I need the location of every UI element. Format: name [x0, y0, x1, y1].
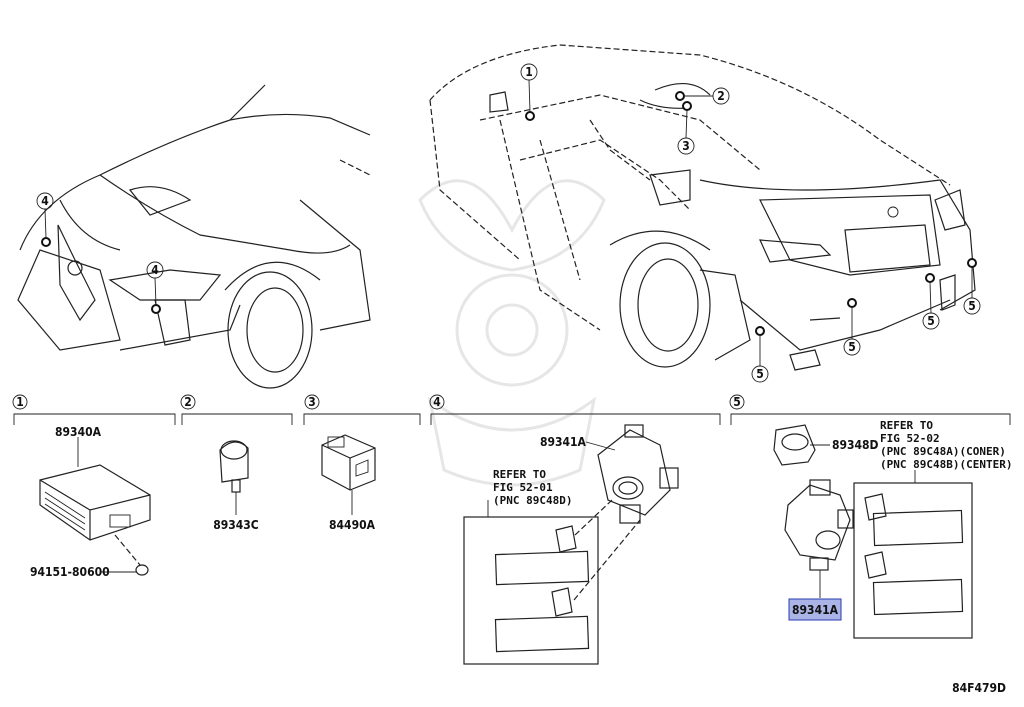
interior-callout-3[interactable]: 3 [677, 101, 695, 155]
svg-text:2: 2 [184, 395, 192, 409]
svg-text:1: 1 [525, 65, 533, 79]
rear-callout-right[interactable]: 5 [963, 258, 981, 315]
svg-text:3: 3 [682, 139, 690, 153]
svg-text:REFER TO: REFER TO [880, 419, 933, 432]
rear-callout-center-left[interactable]: 5 [843, 298, 861, 356]
svg-text:FIG 52-02: FIG 52-02 [880, 432, 940, 445]
part-label-94151-80600[interactable]: 94151-80600 [30, 565, 110, 579]
svg-text:1: 1 [16, 395, 24, 409]
svg-text:5: 5 [756, 367, 764, 381]
part-84490A-switch-drawing[interactable] [321, 434, 376, 491]
part-89341A-sensor-right-drawing[interactable] [784, 479, 854, 571]
svg-text:5: 5 [848, 340, 856, 354]
front-car-illustration [17, 84, 371, 389]
svg-text:(PNC 89C48D): (PNC 89C48D) [493, 494, 572, 507]
part-89343C-sensor-drawing[interactable] [219, 440, 249, 493]
front-callout-bumper[interactable]: 4 [146, 261, 164, 314]
section-header-4: 4 [429, 394, 721, 425]
part-label-84490A[interactable]: 84490A [329, 518, 376, 532]
rear-callout-center-right[interactable]: 5 [922, 273, 940, 330]
interior-callout-1[interactable]: 1 [520, 63, 538, 121]
ref-box-section-4[interactable] [463, 499, 641, 665]
section-header-5: 5 [729, 394, 1011, 425]
svg-text:4: 4 [151, 263, 159, 277]
ref-box-section-5[interactable] [853, 482, 973, 639]
part-89341A-highlight[interactable]: 89341A [788, 598, 842, 621]
section-header-1: 1 [12, 394, 176, 425]
rear-callout-left[interactable]: 5 [751, 326, 769, 383]
part-label-89348D[interactable]: 89348D [832, 438, 879, 452]
part-94151-bolt[interactable] [100, 564, 149, 576]
svg-text:5: 5 [968, 299, 976, 313]
part-label-89343C[interactable]: 89343C [213, 518, 259, 532]
front-callout-left[interactable]: 4 [36, 192, 54, 247]
part-89340A-ecu-drawing[interactable] [39, 464, 151, 541]
part-label-89340A[interactable]: 89340A [55, 425, 102, 439]
svg-text:5: 5 [927, 314, 935, 328]
svg-text:FIG 52-01: FIG 52-01 [493, 481, 553, 494]
section-header-3: 3 [303, 394, 421, 425]
svg-text:(PNC 89C48A)(CONER): (PNC 89C48A)(CONER) [880, 445, 1006, 458]
svg-text:REFER TO: REFER TO [493, 468, 546, 481]
interior-callout-2[interactable]: 2 [675, 87, 730, 105]
part-label-89341A-top[interactable]: 89341A [540, 435, 587, 449]
svg-text:(PNC 89C48B)(CENTER): (PNC 89C48B)(CENTER) [880, 458, 1012, 471]
diagram-id: 84F479D [952, 681, 1006, 695]
svg-text:4: 4 [41, 194, 49, 208]
rear-car-illustration [429, 44, 976, 371]
ref-text-section-5: REFER TO FIG 52-02 (PNC 89C48A)(CONER) (… [880, 419, 1012, 471]
ref-text-section-4: REFER TO FIG 52-01 (PNC 89C48D) [493, 468, 572, 507]
part-label-89341A-highlighted[interactable]: 89341A [792, 603, 839, 617]
svg-text:4: 4 [433, 395, 441, 409]
svg-text:2: 2 [717, 89, 725, 103]
watermark-emblem [418, 179, 606, 487]
svg-text:5: 5 [733, 395, 741, 409]
section-header-2: 2 [180, 394, 293, 425]
part-89341A-sensor-drawing[interactable] [597, 424, 679, 524]
part-89348D-bezel-drawing[interactable] [773, 424, 816, 466]
svg-text:3: 3 [308, 395, 316, 409]
